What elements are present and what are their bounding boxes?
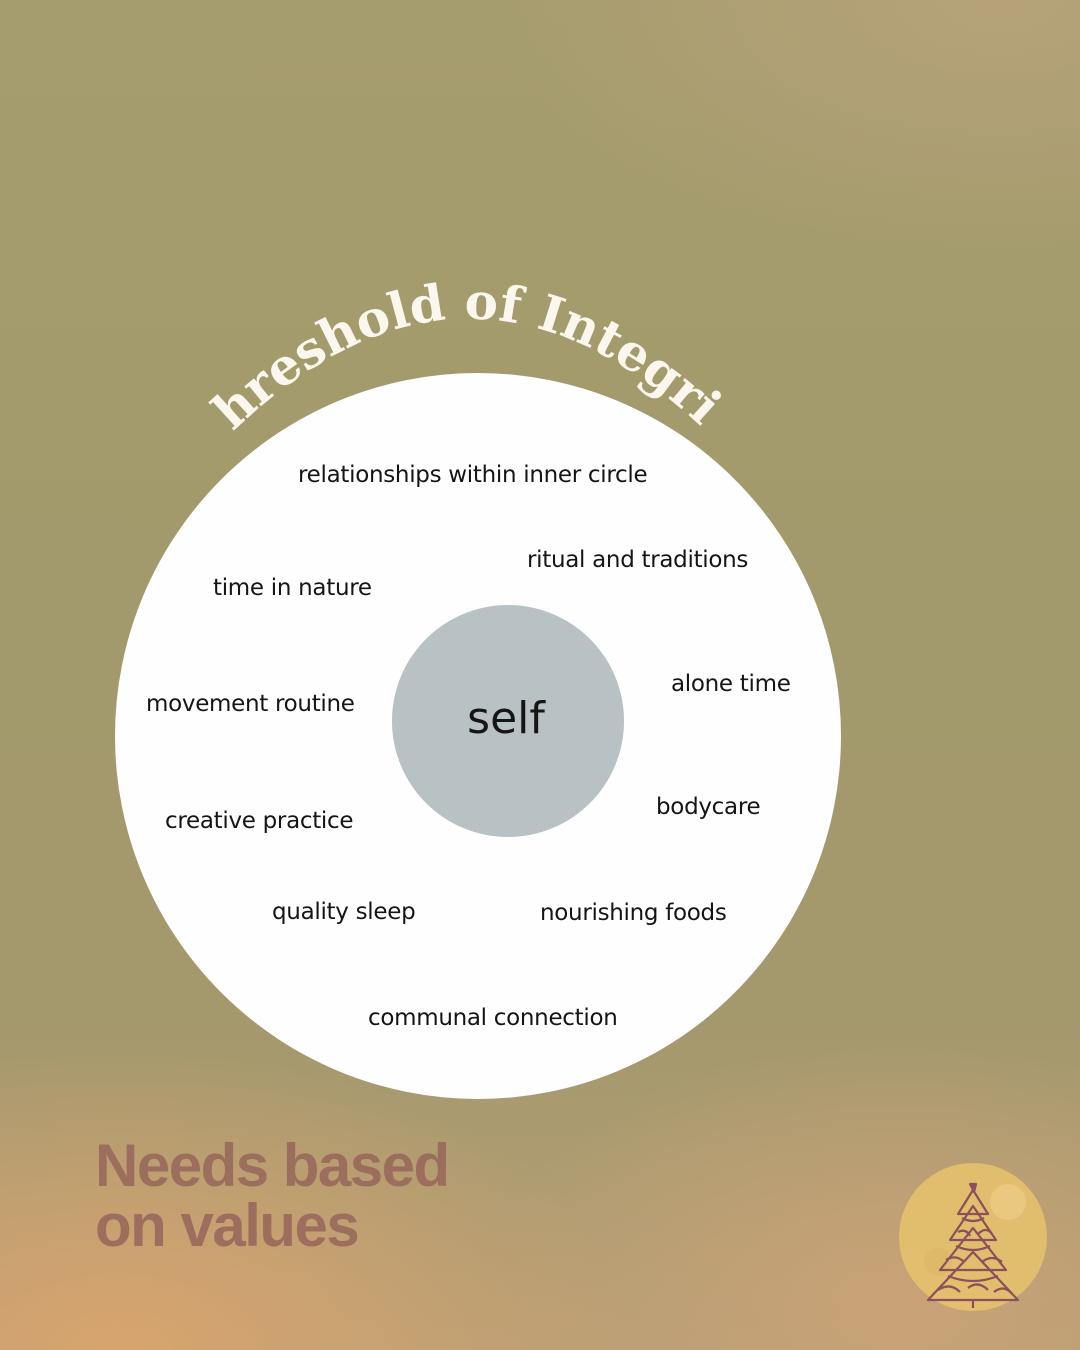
need-creative: creative practice xyxy=(165,808,354,834)
self-circle: self xyxy=(392,605,624,837)
page-title: Threshold of Integrity xyxy=(0,0,733,441)
need-foods: nourishing foods xyxy=(540,900,727,926)
need-movement: movement routine xyxy=(146,691,355,717)
need-bodycare: bodycare xyxy=(656,794,761,820)
need-nature: time in nature xyxy=(213,575,372,601)
need-communal: communal connection xyxy=(368,1005,618,1031)
need-relationships: relationships within inner circle xyxy=(298,462,648,488)
self-label: self xyxy=(467,692,545,744)
tree-emblem-icon xyxy=(899,1163,1047,1311)
need-ritual: ritual and traditions xyxy=(527,547,749,573)
headline-line-2: on values xyxy=(95,1192,360,1259)
headline: Needs based on values xyxy=(95,1132,450,1259)
headline-line-1: Needs based xyxy=(95,1132,450,1199)
need-alone-time: alone time xyxy=(671,671,791,697)
need-sleep: quality sleep xyxy=(272,899,416,925)
